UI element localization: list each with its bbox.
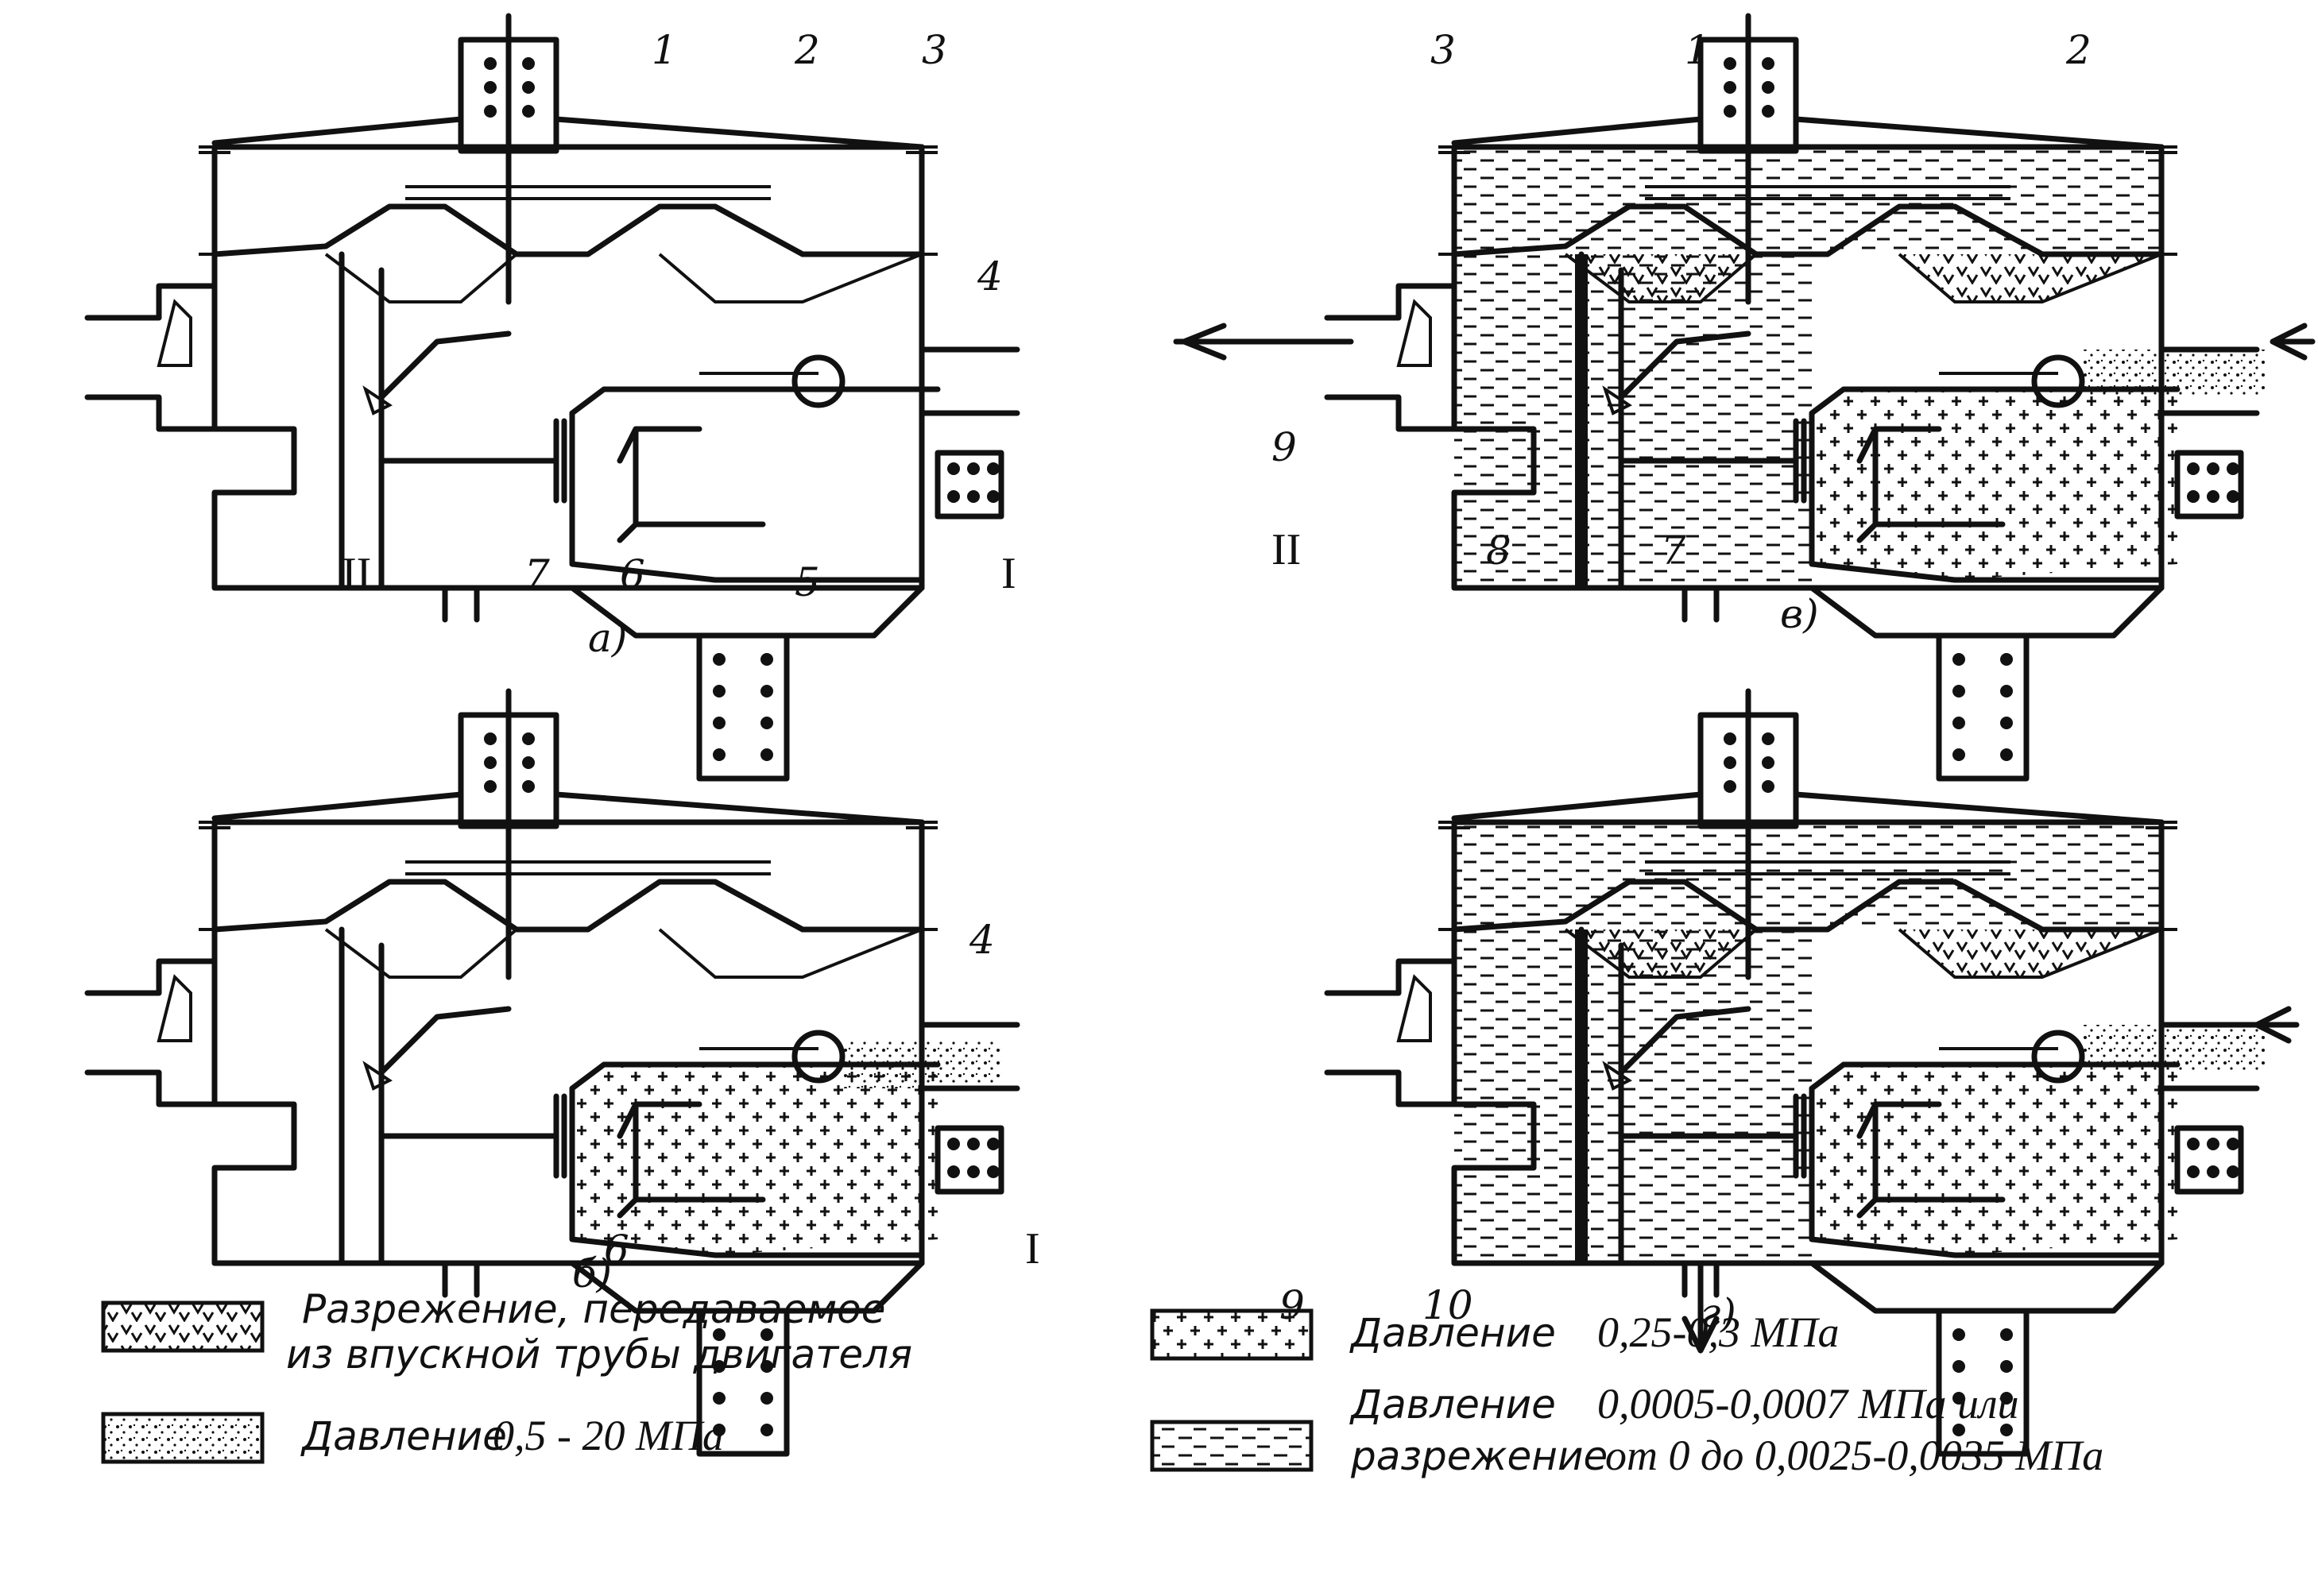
- label-1: 1: [652, 27, 677, 73]
- label-3: 3: [1430, 27, 1456, 73]
- caption-v: в): [1780, 591, 1819, 637]
- label-10: 10: [1422, 1282, 1473, 1328]
- label-4: 4: [969, 917, 995, 963]
- legend-dashes-line2a: разрежение: [1350, 1433, 1608, 1479]
- label-2: 2: [794, 27, 820, 73]
- legend-crosses-label: Давление: [1349, 1310, 1556, 1356]
- label-roman-I: I: [1025, 1224, 1040, 1273]
- panel-b: 4 6 I б): [87, 691, 1040, 1454]
- legend-dots-value: 0,5 - 20 МПа: [493, 1412, 724, 1459]
- legend-vacuum-line2: из впускной трубы двигателя: [286, 1331, 912, 1378]
- legend-dashes-label: Давление: [1349, 1382, 1556, 1428]
- panel-v-labels: 1 2 3 7 8 9 II в): [1271, 27, 2092, 637]
- legend-vacuum-line1: Разрежение, передаваемое: [302, 1286, 886, 1332]
- legend-crosses-value: 0,25-0,3 МПа: [1597, 1308, 1839, 1356]
- label-2: 2: [2065, 27, 2092, 73]
- outlet-arrow: [1173, 323, 1354, 361]
- label-9: 9: [1271, 424, 1297, 470]
- label-3: 3: [922, 27, 947, 73]
- panel-g: 9 10 г): [1279, 691, 2300, 1454]
- bottom-outlet-arrow: [1681, 1260, 1720, 1354]
- label-7: 7: [1661, 527, 1686, 574]
- inlet-arrow: [2254, 1006, 2300, 1044]
- legend-dashes-line2b: от 0 до 0,0025-0,0035 МПа: [1605, 1432, 2103, 1479]
- legend-item-dashes: Давление 0,0005-0,0007 МПа или разрежени…: [1150, 1380, 2103, 1479]
- legend-item-crosses: Давление 0,25-0,3 МПа: [1150, 1308, 1839, 1361]
- caption-g: г): [1701, 1290, 1736, 1336]
- legend: Разрежение, передаваемое из впускной тру…: [101, 1286, 2103, 1479]
- legend-dashes-value: 0,0005-0,0007 МПа или: [1597, 1380, 2019, 1428]
- label-roman-II: II: [342, 549, 371, 598]
- label-roman-II: II: [1271, 525, 1301, 574]
- caption-b: б): [572, 1250, 612, 1297]
- label-7: 7: [524, 551, 550, 597]
- panel-v: 1 2 3 7 8 9 II в): [1173, 16, 2316, 779]
- panel-a-labels: 1 2 3 4 5 6 7 I II а): [342, 27, 1016, 661]
- label-5: 5: [795, 559, 820, 605]
- caption-a: а): [588, 615, 627, 661]
- label-6: 6: [620, 551, 645, 597]
- panel-b-labels: 4 6 I б): [572, 917, 1040, 1297]
- label-8: 8: [1486, 527, 1511, 574]
- legend-item-vacuum: Разрежение, передаваемое из впускной тру…: [101, 1286, 912, 1378]
- label-4: 4: [977, 253, 1003, 299]
- legend-item-dots: Давление 0,5 - 20 МПа: [101, 1412, 724, 1464]
- label-1: 1: [1685, 27, 1710, 73]
- inlet-arrow: [2270, 323, 2316, 361]
- label-roman-I: I: [1001, 549, 1016, 598]
- label-6: 6: [604, 1227, 629, 1273]
- legend-dots-label: Давление: [300, 1413, 507, 1459]
- panel-a: 1 2 3 4 5 6 7 I II а): [87, 16, 1017, 779]
